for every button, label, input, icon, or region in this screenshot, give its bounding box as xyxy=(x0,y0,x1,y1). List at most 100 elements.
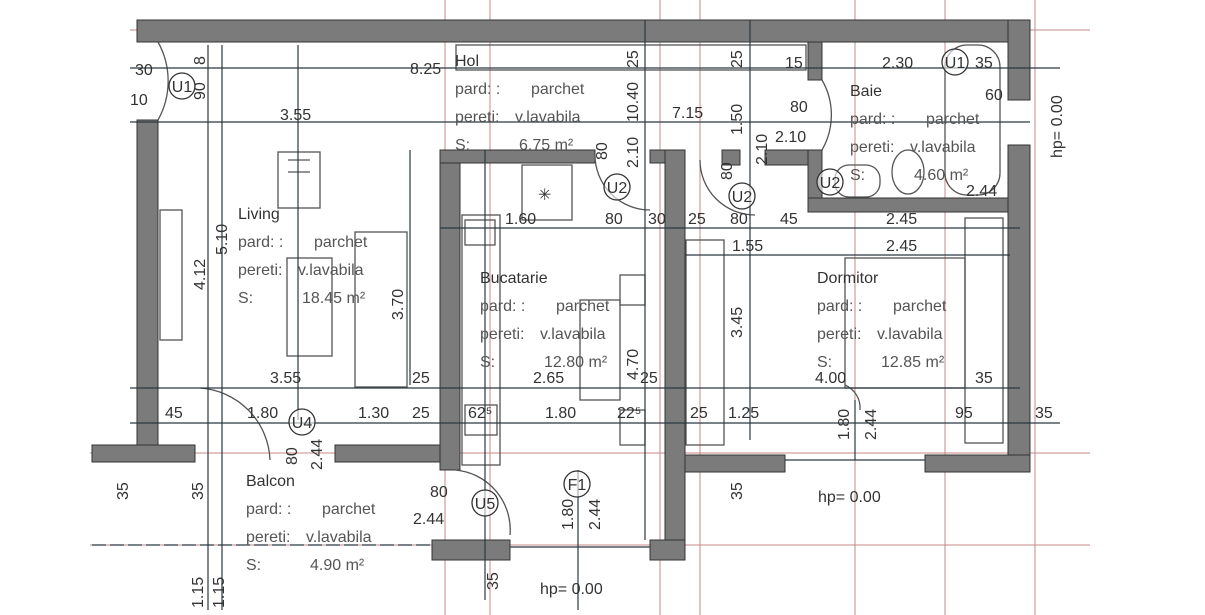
room-floor-value: parchet xyxy=(322,501,376,518)
dimension-label: 45 xyxy=(780,211,798,228)
wall-bedroom-bottom-left xyxy=(684,454,786,473)
room-walls-value: v.lavabila xyxy=(306,529,372,546)
room-walls-label: pereti: xyxy=(817,326,861,343)
dimension-label: 2.10 xyxy=(775,129,806,146)
wall-bath-bottom xyxy=(807,197,1009,213)
elevation-label: hp= 0.00 xyxy=(1049,95,1066,158)
elevation-label: hp= 0.00 xyxy=(818,489,881,506)
dimension-label: 25 xyxy=(625,50,642,68)
room-walls-value: v.lavabila xyxy=(910,139,976,156)
sofa xyxy=(354,231,408,388)
room-floor-value: parchet xyxy=(531,81,585,98)
room-floor-value: parchet xyxy=(926,111,980,128)
room-floor-label: pard: : xyxy=(246,501,291,518)
dimension-label: 35 xyxy=(1035,405,1053,422)
room-walls-label: pereti: xyxy=(480,326,524,343)
dimension-label: 8 xyxy=(192,56,209,65)
room-walls-value: v.lavabila xyxy=(515,109,581,126)
furniture: ✳ xyxy=(159,44,1004,466)
room-name: Hol xyxy=(455,53,479,70)
dimension-label: 25 xyxy=(729,50,746,68)
tag-circle-icon xyxy=(471,489,499,517)
wall-right-upper xyxy=(1007,19,1031,101)
dimension-label: 35 xyxy=(115,482,132,500)
wall-left xyxy=(136,119,159,446)
room-floor-label: pard: : xyxy=(850,111,895,128)
fridge-icon: ✳ xyxy=(538,187,551,204)
dimension-label: 1.25 xyxy=(728,405,759,422)
dimension-label: 25 xyxy=(640,370,658,387)
elevation-labels: hp= 0.00 hp= 0.00 hp= 0.00 xyxy=(540,95,1066,598)
wall-bath-left-upper xyxy=(807,41,823,81)
dimension-label: 2.10 xyxy=(754,134,771,165)
wardrobe xyxy=(964,217,1004,444)
dimension-label: 25 xyxy=(412,405,430,422)
door-tag-label: U2 xyxy=(607,180,628,197)
door-tag: U2 xyxy=(728,182,756,210)
door-tag: U5 xyxy=(471,489,499,517)
dimension-label: 10.40 xyxy=(625,82,642,122)
dimension-label: 2.30 xyxy=(882,55,913,72)
room-name: Balcon xyxy=(246,473,295,490)
wall-kitchen-bottom-left xyxy=(431,539,511,561)
dimension-label: 3.55 xyxy=(270,370,301,387)
room-area-label: S: xyxy=(455,137,470,154)
dimension-label: 3.70 xyxy=(390,289,407,320)
hall-cabinets xyxy=(455,44,807,71)
dimension-label: 2.44 xyxy=(966,183,997,200)
room-floor-value: parchet xyxy=(314,234,368,251)
door-tag: F1 xyxy=(563,470,591,498)
door-tag-label: U5 xyxy=(475,496,496,513)
tag-circle-icon xyxy=(168,72,196,100)
room-walls-label: pereti: xyxy=(455,109,499,126)
dimension-label: 1.50 xyxy=(729,104,746,135)
dimension-label: 1.80 xyxy=(545,405,576,422)
room-area-value: 4.60 m² xyxy=(914,167,969,184)
room-area-label: S: xyxy=(246,557,261,574)
room-area-value: 12.85 m² xyxy=(881,354,945,371)
tv-unit xyxy=(159,209,183,341)
dining-table xyxy=(579,299,621,401)
wall-top xyxy=(136,19,1021,43)
room-walls-label: pereti: xyxy=(246,529,290,546)
dimension-label: 1.80 xyxy=(560,499,577,530)
door-tag: U4 xyxy=(288,408,316,436)
tag-circle-icon xyxy=(603,173,631,201)
dimension-label: 35 xyxy=(975,55,993,72)
room-floor-label: pard: : xyxy=(817,298,862,315)
elevation-label: hp= 0.00 xyxy=(540,581,603,598)
door-tag-label: U2 xyxy=(732,189,753,206)
armchair xyxy=(277,151,321,209)
dimension-label: 1.55 xyxy=(732,238,763,255)
dimension-label: 45 xyxy=(165,405,183,422)
dimension-label: 2.44 xyxy=(309,439,326,470)
tag-circle-icon xyxy=(563,470,591,498)
bathtub xyxy=(944,44,1001,196)
dimension-label: 60 xyxy=(985,87,1003,104)
room-name: Baie xyxy=(850,83,882,100)
dimension-label: 2.45 xyxy=(886,211,917,228)
door-tag-label: U4 xyxy=(292,415,313,432)
dimension-label: 80 xyxy=(594,142,611,160)
dimension-label: 1.80 xyxy=(836,409,853,440)
dimension-label: 62⁵ xyxy=(468,405,492,422)
door-tag: U2 xyxy=(603,173,631,201)
tag-circle-icon xyxy=(728,182,756,210)
door-tag: U1 xyxy=(941,48,969,76)
dimension-label: 1.30 xyxy=(358,405,389,422)
dimension-label: 10 xyxy=(130,92,148,109)
dimension-label: 4.70 xyxy=(625,349,642,380)
door-tag: U2 xyxy=(816,168,844,196)
dimension-label: 2.44 xyxy=(587,499,604,530)
room-floor-label: pard: : xyxy=(480,298,525,315)
toilet xyxy=(891,149,925,195)
door-tag-label: U1 xyxy=(172,79,193,96)
dimension-label: 2.10 xyxy=(625,137,642,168)
dimension-label: 1.80 xyxy=(247,405,278,422)
dimension-label: 2.45 xyxy=(886,238,917,255)
room-name: Bucatarie xyxy=(480,270,548,287)
dimension-label: 3.45 xyxy=(729,307,746,338)
door-tag-label: U2 xyxy=(820,175,841,192)
wall-kitchen-bottom-right xyxy=(649,539,686,561)
